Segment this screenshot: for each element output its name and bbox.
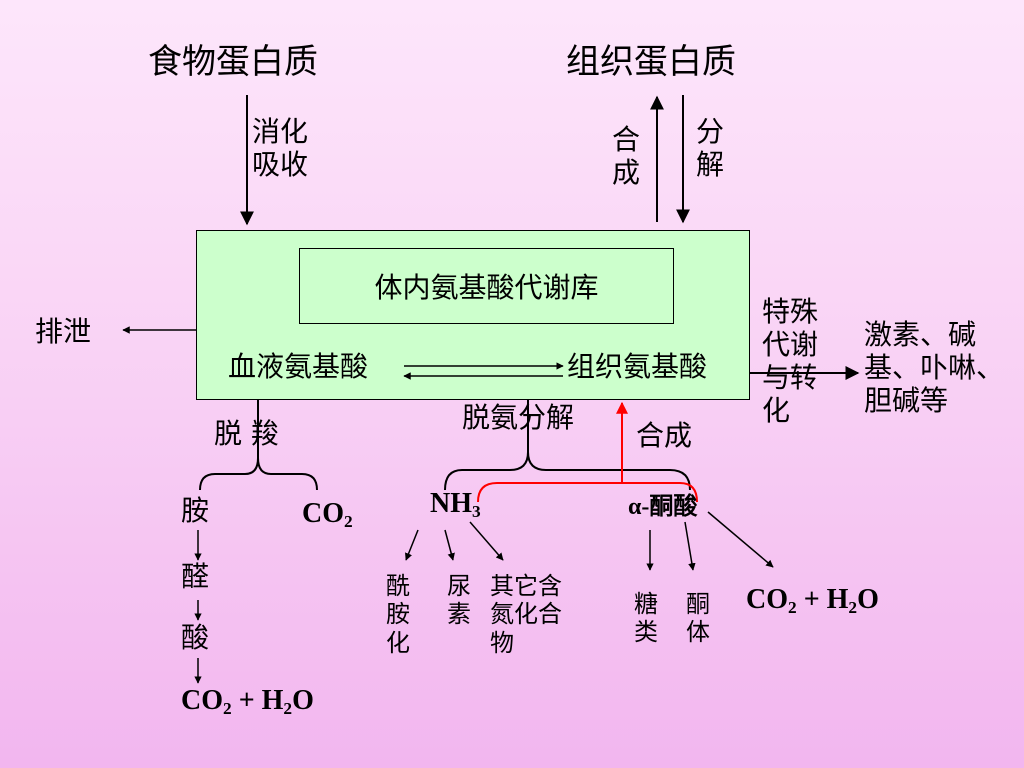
products-label: 激素、碱 基、卟啉、 胆碱等 (864, 318, 1005, 418)
keto-co2-arrow (707, 511, 774, 568)
ketone-body-label: 酮 体 (686, 590, 710, 647)
deamin-brace (444, 451, 691, 491)
synthesis-red-label: 合成 (636, 419, 693, 452)
keto-ketone-arrow (684, 521, 696, 571)
excrete-label: 排泄 (35, 315, 92, 348)
aldehyde-label: 醛 (181, 560, 210, 593)
digest-absorb-label: 消化 吸收 (252, 115, 309, 182)
pool-title: 体内氨基酸代谢库 (374, 271, 599, 304)
synthesis-red-brace (477, 482, 698, 503)
decarb-co2-label: CO2 (302, 498, 353, 532)
food-protein-label: 食物蛋白质 (148, 42, 318, 82)
acid-label: 酸 (181, 621, 210, 654)
decarb-brace (199, 457, 318, 491)
keto-co2-h2o-label: CO2 + H2O (746, 584, 879, 618)
keto-acid-label: α-酮酸 (628, 494, 698, 520)
blood-amino-acid-label: 血液氨基酸 (228, 350, 369, 383)
tissue-amino-acid-label: 组织氨基酸 (567, 350, 708, 383)
nh3-other-arrow (469, 521, 504, 561)
decarboxylation-label: 脱 羧 (214, 417, 279, 450)
deamination-label: 脱氨分解 (462, 401, 575, 434)
special-metabolism-label: 特殊 代谢 与转 化 (762, 295, 819, 428)
amine-label: 胺 (181, 494, 210, 527)
nh3-label: NH3 (430, 488, 481, 522)
synthesis-label: 合 成 (612, 123, 641, 190)
other-nitrogen-compounds-label: 其它含 氮化合 物 (490, 572, 562, 657)
tissue-protein-label: 组织蛋白质 (566, 42, 736, 82)
pool-title-box: 体内氨基酸代谢库 (299, 248, 674, 324)
final-co2-h2o-label: CO2 + H2O (181, 685, 314, 719)
nh3-urea-arrow (444, 529, 455, 561)
urea-label: 尿 素 (447, 572, 471, 629)
nh3-amide-arrow (405, 529, 419, 561)
decomposition-label: 分 解 (696, 115, 725, 182)
sugar-label: 糖 类 (634, 590, 658, 647)
amide-label: 酰 胺 化 (386, 572, 410, 657)
